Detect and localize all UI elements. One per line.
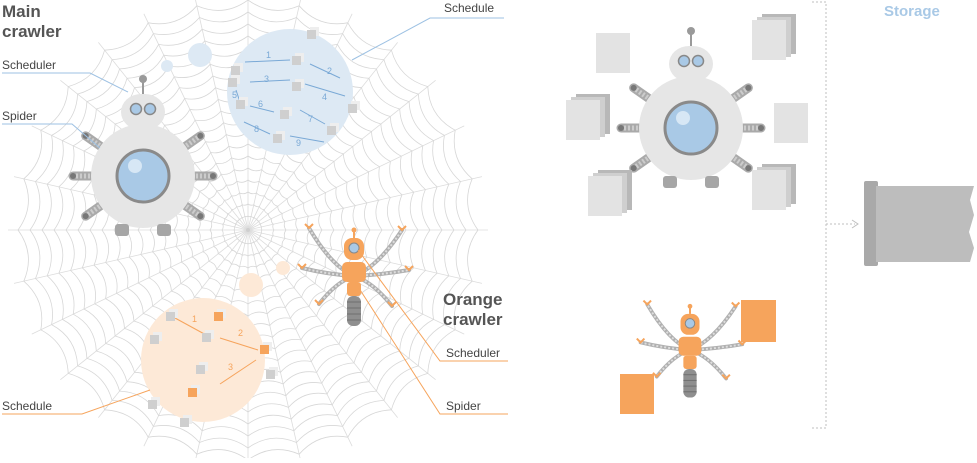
schedule-step-blue: 2 (327, 66, 332, 76)
orange-crawler-title: Orange crawler (443, 290, 503, 330)
storage-icon (864, 181, 974, 266)
schedule-step-blue: 5 (232, 90, 237, 100)
schedule-step-orange: 2 (238, 328, 243, 338)
callout-lines-orange (2, 249, 508, 415)
main-crawler-title-line1: Main (2, 2, 41, 21)
crawled-pages-grey (566, 14, 808, 216)
storage-label: Storage (884, 3, 940, 20)
scheduler-label-orange: Scheduler (446, 346, 501, 360)
schedule-bubble-blue: 1 2 3 4 5 6 7 8 9 (161, 27, 360, 155)
schedule-step-blue: 7 (308, 114, 313, 124)
storage-bracket (812, 1, 855, 429)
schedule-step-blue: 3 (264, 74, 269, 84)
scheduler-label: Scheduler (2, 58, 57, 72)
orange-crawler-title-line2: crawler (443, 310, 503, 329)
main-crawler-robot (68, 75, 218, 236)
schedule-label-blue: Schedule (444, 1, 495, 15)
main-crawler-title-line2: crawler (2, 22, 62, 41)
schedule-step-orange: 3 (228, 362, 233, 372)
right-crawler-robot (616, 27, 766, 188)
callout-lines-blue (2, 17, 504, 149)
spider-label: Spider (2, 109, 37, 123)
schedule-step-blue: 4 (322, 92, 327, 102)
schedule-step-blue: 9 (296, 138, 301, 148)
right-orange-robot (636, 299, 747, 398)
main-crawler-title: Main crawler (2, 2, 62, 42)
schedule-step-orange: 1 (192, 314, 197, 324)
schedule-step-blue: 8 (254, 124, 259, 134)
crawled-pages-orange (620, 300, 776, 414)
orange-crawler-title-line1: Orange (443, 290, 503, 309)
schedule-step-blue: 1 (266, 50, 271, 60)
storage-arrow-icon (851, 219, 859, 229)
orange-crawler-robot (297, 223, 414, 326)
schedule-step-blue: 6 (258, 99, 263, 109)
spider-label-orange: Spider (446, 399, 481, 413)
schedule-label-orange: Schedule (2, 399, 53, 413)
schedule-bubble-orange: 1 2 3 (141, 261, 290, 427)
